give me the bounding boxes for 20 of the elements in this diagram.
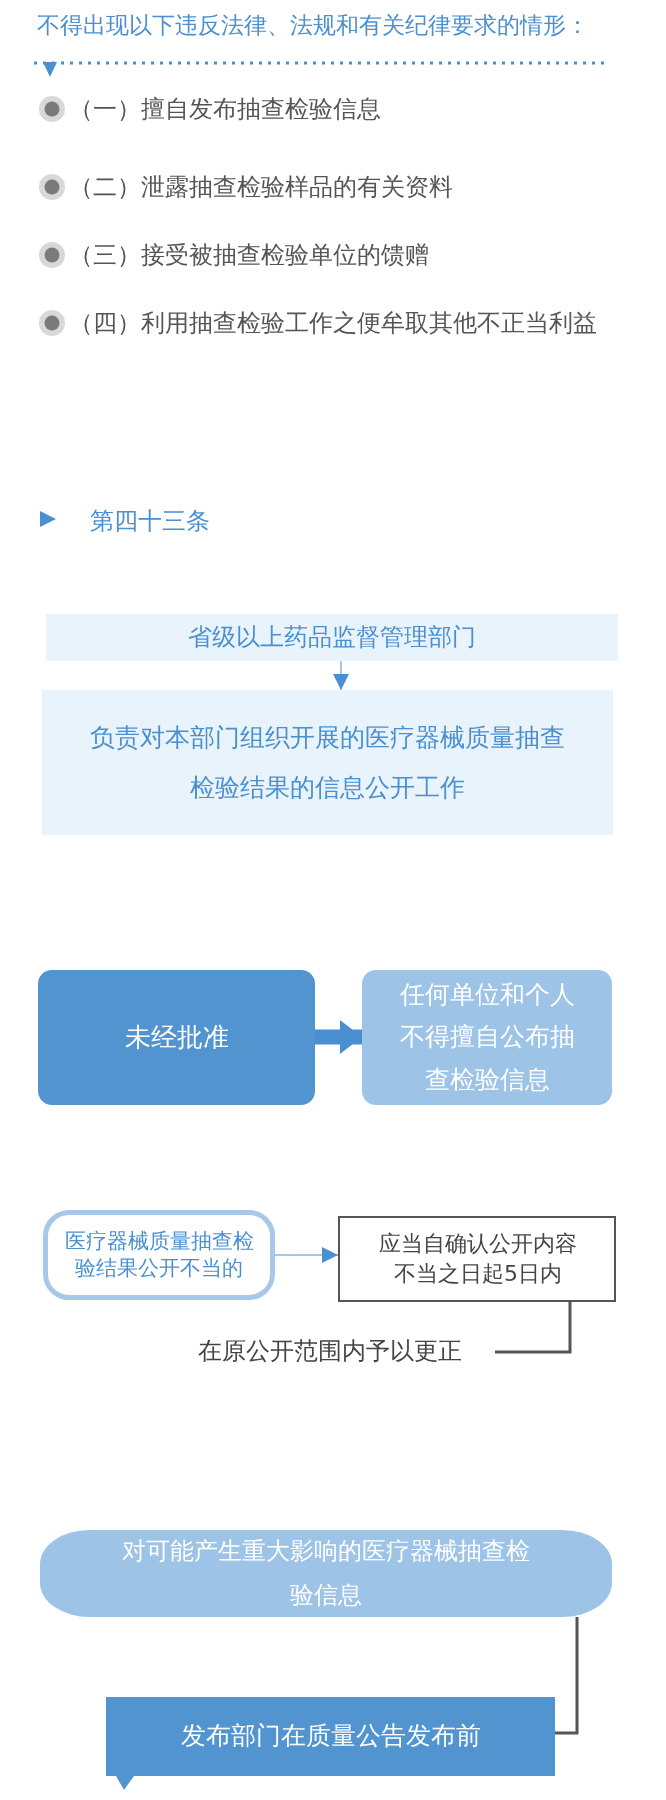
list-item: （三）接受被抽查检验单位的馈赠 [69, 242, 429, 268]
connector-line [555, 1617, 579, 1735]
title-band: 省级以上药品监督管理部门 [46, 614, 618, 661]
section-heading: 第四十三条 [90, 508, 210, 534]
list-item: （四）利用抽查检验工作之便牟取其他不正当利益 [69, 310, 597, 336]
callout-box: 发布部门在质量公告发布前 [106, 1697, 555, 1790]
arrow [274, 1247, 339, 1263]
text-panel: 负责对本部门组织开展的医疗器械质量抽查检验结果的信息公开工作 [42, 690, 613, 835]
connector-line [495, 1302, 572, 1354]
list-item: （二）泄露抽查检验样品的有关资料 [69, 174, 453, 200]
heading: 不得出现以下违反法律、法规和有关纪律要求的情形： [37, 11, 590, 40]
arrow [333, 660, 349, 691]
outlined-box: 应当自确认公开内容不当之日起5日内 [338, 1216, 616, 1302]
process-box: 未经批准 [38, 970, 315, 1105]
rounded-box: 医疗器械质量抽查检验结果公开不当的 [43, 1210, 275, 1300]
block-arrow [315, 1020, 362, 1054]
result-text: 在原公开范围内予以更正 [165, 1334, 495, 1370]
rounded-band: 对可能产生重大影响的医疗器械抽查检验信息 [40, 1530, 612, 1617]
process-box: 任何单位和个人不得擅自公布抽查检验信息 [362, 970, 612, 1105]
list-item: （一）擅自发布抽查检验信息 [69, 96, 381, 122]
